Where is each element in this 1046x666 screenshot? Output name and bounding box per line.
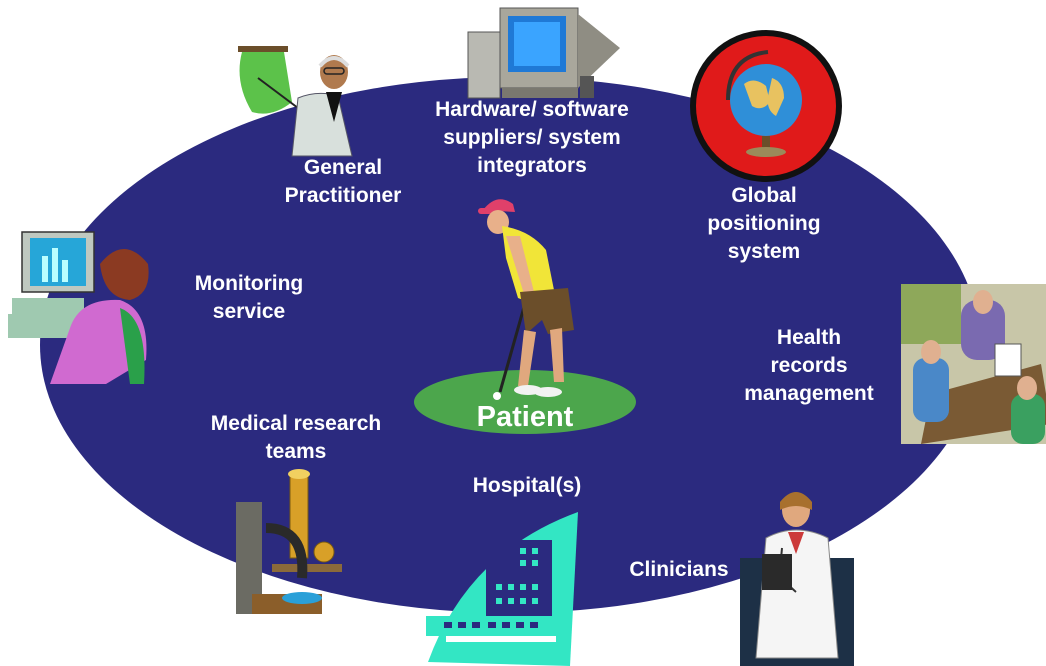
general-practitioner-line2: Practitioner xyxy=(284,184,402,207)
computer-icon xyxy=(467,7,620,99)
health-records-clipart xyxy=(901,284,1046,444)
general-practitioner-line1: General xyxy=(303,156,383,179)
medical-research-label: Medical research teams xyxy=(194,410,398,466)
hardware-suppliers-line2: suppliers/ system xyxy=(443,126,621,149)
gps-line1: Global xyxy=(731,184,797,207)
health-records-line2: records xyxy=(770,354,848,377)
gps-line2: positioning xyxy=(707,212,821,235)
hospital-line1: Hospital(s) xyxy=(472,474,582,497)
hardware-clipart xyxy=(462,4,632,104)
monitoring-label: Monitoring service xyxy=(178,270,320,326)
monitoring-line2: service xyxy=(212,300,286,323)
presenter-icon xyxy=(238,46,353,157)
medical-research-line1: Medical research xyxy=(210,412,382,435)
hardware-suppliers-line3: integrators xyxy=(477,154,587,177)
patient-green-oval xyxy=(414,370,636,434)
hardware-suppliers-line1: Hardware/ software xyxy=(435,98,629,121)
hardware-suppliers-label: Hardware/ software suppliers/ system int… xyxy=(420,96,644,180)
monitoring-clipart xyxy=(8,228,158,384)
hospital-building-icon xyxy=(426,512,578,666)
hospital-clipart xyxy=(426,512,586,666)
microscope-icon xyxy=(236,469,342,614)
health-records-line3: management xyxy=(744,382,874,405)
clinicians-line1: Clinicians xyxy=(629,558,729,581)
clinicians-clipart xyxy=(740,488,854,666)
gps-clipart xyxy=(688,28,844,184)
woman-at-computer-icon xyxy=(8,231,149,384)
patient-text: Patient xyxy=(476,401,574,433)
monitoring-line1: Monitoring xyxy=(194,272,304,295)
stakeholder-ellipse xyxy=(40,77,980,613)
golfer-icon xyxy=(478,199,574,400)
general-practitioner-clipart xyxy=(228,38,378,158)
medical-research-line2: teams xyxy=(265,440,327,463)
doctor-icon xyxy=(740,492,854,666)
clinicians-label: Clinicians xyxy=(616,556,742,584)
health-records-line1: Health xyxy=(776,326,842,349)
hospital-label: Hospital(s) xyxy=(456,472,598,500)
medical-research-clipart xyxy=(232,468,352,618)
gps-line3: system xyxy=(727,240,801,263)
patient-label: Patient xyxy=(445,400,605,434)
globe-icon xyxy=(690,30,842,182)
gps-label: Global positioning system xyxy=(690,182,838,266)
health-records-label: Health records management xyxy=(730,324,888,408)
office-meeting-icon xyxy=(901,284,1046,444)
general-practitioner-label: General Practitioner xyxy=(270,154,416,210)
